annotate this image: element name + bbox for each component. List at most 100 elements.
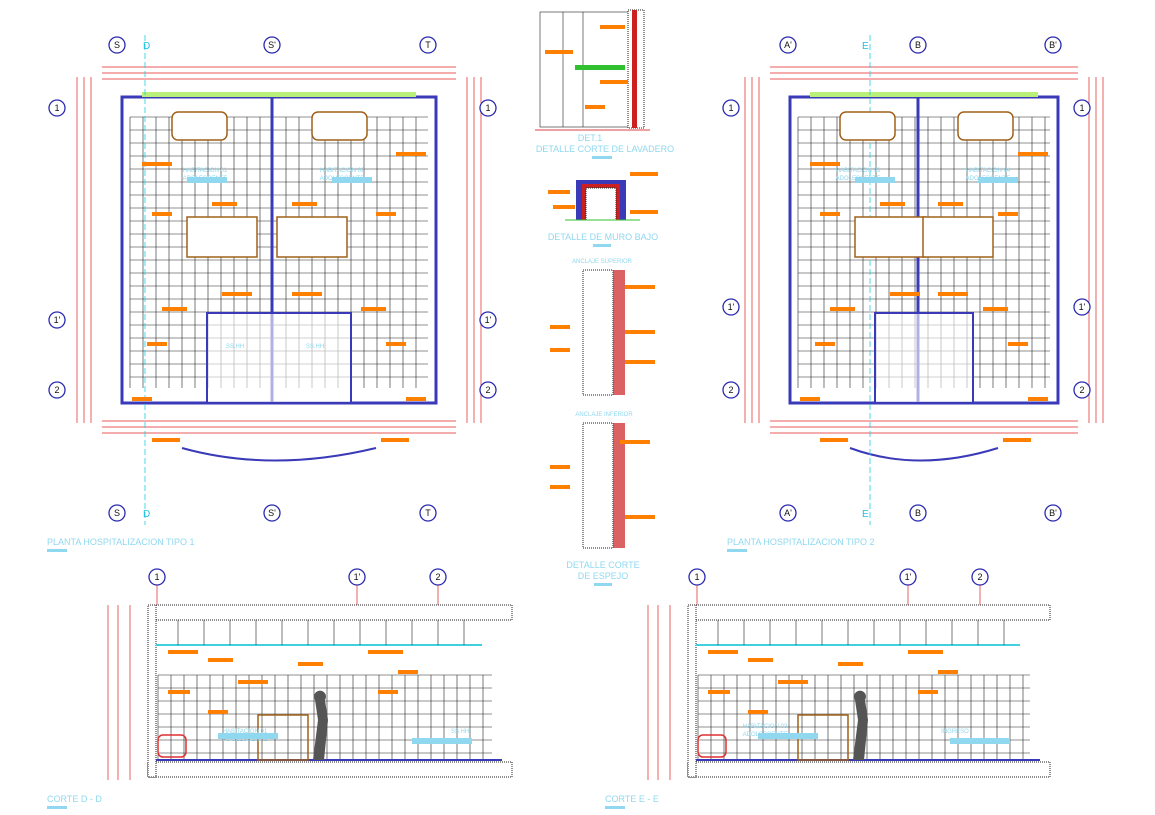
entry-canopy bbox=[181, 447, 377, 462]
annotation-tag bbox=[292, 292, 322, 296]
annotation-tag bbox=[600, 80, 628, 84]
annotation-tag bbox=[548, 190, 570, 194]
annotation-tag bbox=[381, 438, 409, 442]
section2-title: CORTE E - E bbox=[605, 794, 659, 804]
axis-bubble bbox=[1044, 36, 1062, 54]
axis-label: 1 bbox=[154, 572, 159, 582]
room-label: ADOLESCENTE bbox=[223, 737, 268, 743]
annotation-tag bbox=[585, 105, 605, 109]
axis-label: 2 bbox=[1079, 385, 1084, 395]
roof-slab bbox=[147, 604, 513, 621]
section2-body bbox=[647, 604, 1051, 780]
axis-bubble bbox=[479, 311, 497, 329]
axis-bubble bbox=[779, 36, 797, 54]
espejo-title: DE ESPEJO bbox=[578, 571, 629, 581]
annotation-tag bbox=[208, 658, 233, 662]
annotation-tag bbox=[550, 348, 570, 352]
det1-title: DET.1 bbox=[578, 133, 603, 143]
armchair bbox=[157, 734, 187, 758]
axis-label: B bbox=[915, 40, 921, 50]
annotation-tag bbox=[545, 50, 573, 54]
bath-label: SS.HH bbox=[451, 729, 469, 735]
axis-label: 1' bbox=[54, 315, 61, 325]
axis-bubble bbox=[48, 311, 66, 329]
detalle-lavadero-drawing bbox=[535, 9, 650, 131]
room-label: ADOLESCENTE bbox=[743, 732, 788, 738]
anclaje-inferior-label: ANCLAJE INFERIOR bbox=[575, 412, 633, 418]
annotation-tag bbox=[550, 485, 570, 489]
annotation-tag bbox=[625, 515, 655, 519]
axis-label: A' bbox=[784, 508, 792, 518]
axis-bubble bbox=[1073, 381, 1091, 399]
det1-subtitle: DETALLE CORTE DE LAVADERO bbox=[536, 144, 674, 154]
axis-label: S bbox=[114, 40, 120, 50]
plan1-walls bbox=[120, 35, 438, 525]
axis-label: 1 bbox=[485, 103, 490, 113]
axis-label: 1' bbox=[485, 315, 492, 325]
annotation-tag bbox=[147, 342, 167, 346]
label-bar bbox=[855, 177, 895, 183]
plan1-dimension-lines bbox=[76, 66, 482, 434]
annotation-tag bbox=[406, 397, 426, 401]
annotation-tag bbox=[298, 662, 323, 666]
entry-label: INGRESO bbox=[941, 729, 969, 735]
label-bar bbox=[187, 177, 227, 183]
axis-label: 2 bbox=[54, 385, 59, 395]
axis-label: A' bbox=[784, 40, 792, 50]
annotation-tag bbox=[1003, 438, 1031, 442]
room-label: HABITACION 01 bbox=[223, 729, 268, 735]
annotation-tag bbox=[800, 397, 820, 401]
plan2-title: PLANTA HOSPITALIZACION TIPO 2 bbox=[727, 537, 875, 547]
axis-bubble bbox=[48, 381, 66, 399]
window bbox=[810, 92, 1038, 97]
axis-label: S bbox=[114, 508, 120, 518]
annotation-tag bbox=[748, 658, 773, 662]
section-marker: D bbox=[143, 509, 150, 520]
axis-bubble bbox=[1073, 298, 1091, 316]
axis-label: 2 bbox=[435, 572, 440, 582]
muro-bajo-title: DETALLE DE MURO BAJO bbox=[548, 232, 658, 242]
axis-label: 1' bbox=[354, 572, 361, 582]
annotation-tag bbox=[620, 440, 650, 444]
section1-body bbox=[107, 604, 513, 780]
axis-bubble bbox=[108, 504, 126, 522]
axis-label: 1' bbox=[905, 572, 912, 582]
bed bbox=[854, 216, 926, 258]
annotation-tag bbox=[368, 650, 403, 654]
annotation-tag bbox=[938, 292, 968, 296]
sofa bbox=[957, 111, 1014, 141]
section-marker: E bbox=[862, 41, 869, 52]
column bbox=[147, 604, 157, 778]
annotation-tag bbox=[212, 202, 237, 206]
armchair bbox=[697, 734, 727, 758]
annotation-tag bbox=[625, 360, 655, 364]
annotation-tag bbox=[815, 342, 835, 346]
bed bbox=[276, 216, 348, 258]
axis-label: 2 bbox=[977, 572, 982, 582]
annotation-tag bbox=[386, 342, 406, 346]
annotation-tag bbox=[908, 650, 943, 654]
room-label: ADOLESCENTE bbox=[966, 176, 1011, 182]
bath-label: SS.HH bbox=[306, 344, 324, 350]
title-underline bbox=[727, 549, 747, 552]
axis-bubble bbox=[1073, 99, 1091, 117]
room-label: ADOLESCENTE bbox=[836, 176, 881, 182]
column bbox=[687, 604, 697, 778]
annotation-tag bbox=[238, 680, 268, 684]
bathroom-walls bbox=[206, 312, 352, 404]
annotation-tag bbox=[880, 202, 905, 206]
axis-label: T bbox=[425, 508, 431, 518]
axis-bubble bbox=[722, 381, 740, 399]
annotation-tag bbox=[1018, 152, 1048, 156]
plan1-annotations bbox=[132, 152, 426, 442]
title-underline bbox=[592, 156, 612, 159]
axis-bubble bbox=[263, 504, 281, 522]
annotation-tag bbox=[142, 162, 172, 166]
title-underline bbox=[605, 806, 625, 809]
axis-label: S' bbox=[268, 508, 276, 518]
axis-label: 2 bbox=[728, 385, 733, 395]
annotation-tag bbox=[550, 325, 570, 329]
axis-bubble bbox=[909, 504, 927, 522]
annotation-tag bbox=[1028, 397, 1048, 401]
